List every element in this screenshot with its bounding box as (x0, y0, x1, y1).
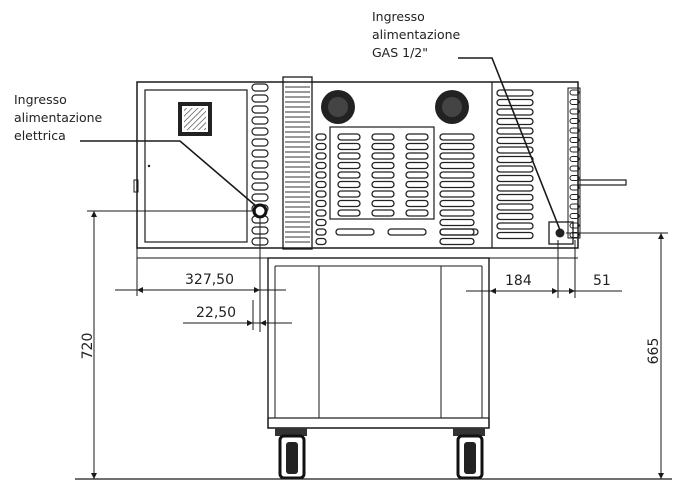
callout-electric: Ingresso alimentazione elettrica (14, 92, 257, 207)
control-door (144, 89, 248, 243)
dim-720: 720 (80, 210, 256, 479)
fan-right-icon (435, 90, 469, 124)
stand (137, 257, 578, 429)
dim-665-label: 665 (646, 338, 662, 365)
dim-51-label: 51 (593, 273, 611, 289)
dim-327-50: 327,50 (115, 218, 286, 332)
callout-electric-line2: alimentazione (14, 110, 103, 125)
dim-327-50-label: 327,50 (185, 272, 234, 288)
callout-gas-line3: GAS 1/2" (372, 45, 428, 60)
dim-22-50-label: 22,50 (196, 305, 236, 321)
fan-left-icon (321, 90, 355, 124)
dim-184: 184 (466, 240, 622, 298)
louver-slots (315, 133, 479, 246)
side-vent-strip (251, 83, 269, 246)
dim-720-label: 720 (80, 333, 96, 360)
dim-184-label: 184 (505, 273, 532, 289)
dim-665: 665 (566, 232, 668, 479)
dim-51: 51 (561, 273, 611, 294)
caster-left (275, 428, 307, 480)
central-louver-panel (329, 126, 435, 220)
callout-gas-line2: alimentazione (372, 27, 461, 42)
callout-electric-line3: elettrica (14, 128, 66, 143)
flue-column (282, 76, 313, 250)
callout-gas: Ingresso alimentazione GAS 1/2" (372, 9, 561, 231)
caster-right (453, 428, 485, 480)
oven-body (133, 76, 627, 250)
callout-electric-line1: Ingresso (14, 92, 67, 107)
fan-grille-icon (178, 102, 212, 136)
callout-gas-line1: Ingresso (372, 9, 425, 24)
dim-22-50: 22,50 (183, 300, 292, 330)
